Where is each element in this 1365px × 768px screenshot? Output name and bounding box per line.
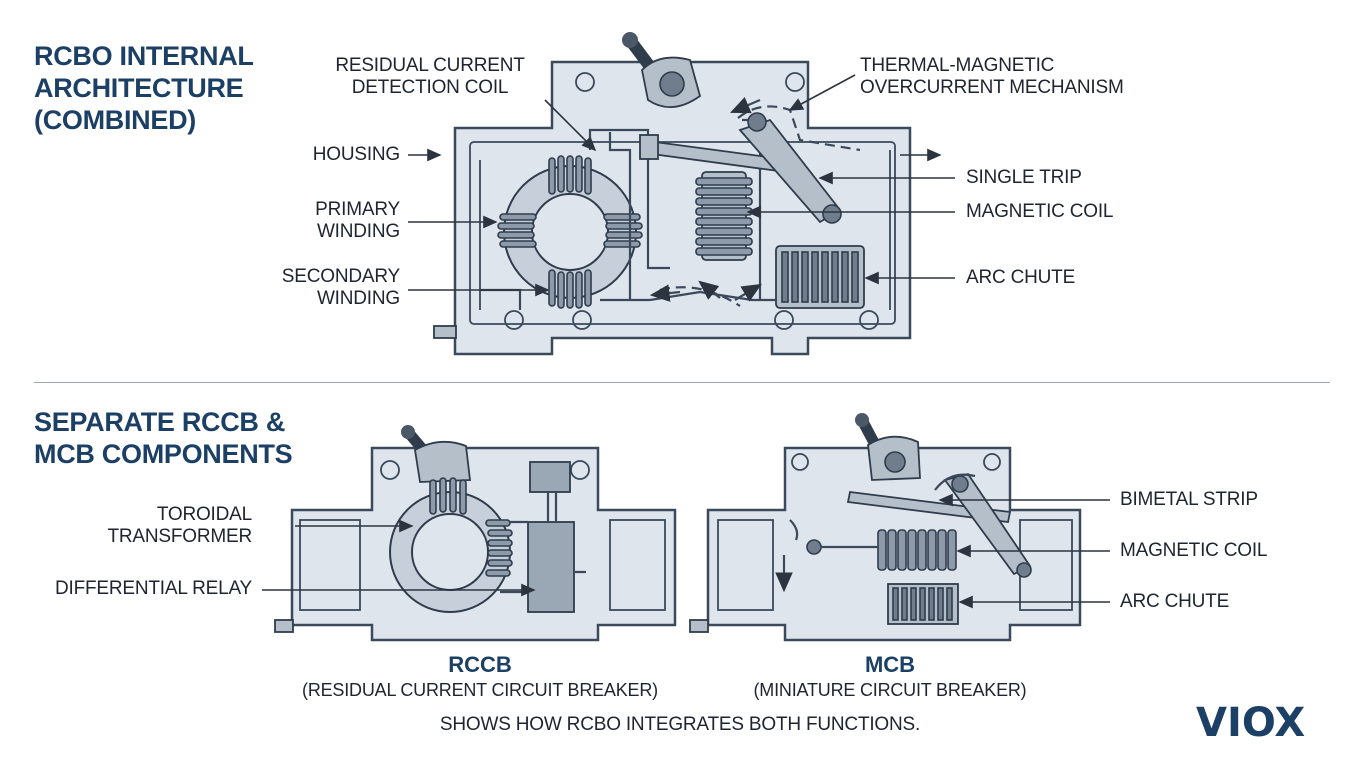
mcb-toggle-lever	[855, 413, 921, 481]
label-single-trip: SINGLE TRIP	[966, 167, 1082, 188]
mcb-caption-title: MCB	[864, 652, 916, 677]
footer-caption: SHOWS HOW RCBO INTEGRATES BOTH FUNCTIONS…	[439, 714, 921, 735]
label-differential-relay: DIFFERENTIAL RELAY	[55, 578, 252, 599]
rccb-caption-title: RCCB	[448, 652, 512, 677]
label-housing: HOUSING	[312, 144, 400, 165]
rccb-differential-relay	[500, 461, 586, 613]
rcbo-toroid-coil	[497, 155, 643, 309]
label-secondary-winding: SECONDARY WINDING	[281, 266, 400, 309]
rcbo-magnetic-coil	[695, 171, 753, 261]
label-mcb-magnetic-coil: MAGNETIC COIL	[1120, 540, 1268, 561]
rccb-toroid	[389, 477, 513, 613]
label-primary-winding: PRIMARY WINDING	[315, 199, 400, 242]
viox-logo: VIOX	[1196, 700, 1306, 746]
mcb-bimetal-strip	[846, 472, 1032, 578]
label-residual-coil: RESIDUAL CURRENT DETECTION COIL	[335, 55, 525, 98]
rcbo-section-title: RCBO INTERNAL ARCHITECTURE (COMBINED)	[34, 41, 254, 135]
mcb-caption-subtitle: (MINIATURE CIRCUIT BREAKER)	[753, 680, 1027, 700]
label-mcb-arc-chute: ARC CHUTE	[1120, 591, 1230, 612]
section-divider	[34, 382, 1330, 383]
rcbo-leader-lines	[408, 74, 955, 297]
label-rcbo-arc-chute: ARC CHUTE	[966, 267, 1076, 288]
rcbo-trip-lever	[639, 112, 842, 224]
label-bimetal-strip: BIMETAL STRIP	[1120, 489, 1258, 510]
mcb-arc-chute	[775, 519, 959, 625]
mcb-leader-lines	[938, 493, 1110, 609]
rcbo-arc-chute	[775, 245, 865, 309]
mcb-magnetic-coil	[806, 529, 957, 571]
rccb-toggle-lever	[401, 425, 472, 483]
rccb-caption-subtitle: (RESIDUAL CURRENT CIRCUIT BREAKER)	[302, 680, 658, 700]
label-rcbo-magnetic-coil: MAGNETIC COIL	[966, 201, 1114, 222]
label-thermal-magnetic: THERMAL-MAGNETIC OVERCURRENT MECHANISM	[860, 55, 1124, 98]
separate-section-title: SEPARATE RCCB & MCB COMPONENTS	[34, 407, 293, 469]
label-toroidal-transformer: TOROIDAL TRANSFORMER	[107, 504, 252, 547]
rccb-leader-lines	[262, 519, 536, 597]
rcbo-toggle-lever	[622, 32, 702, 108]
